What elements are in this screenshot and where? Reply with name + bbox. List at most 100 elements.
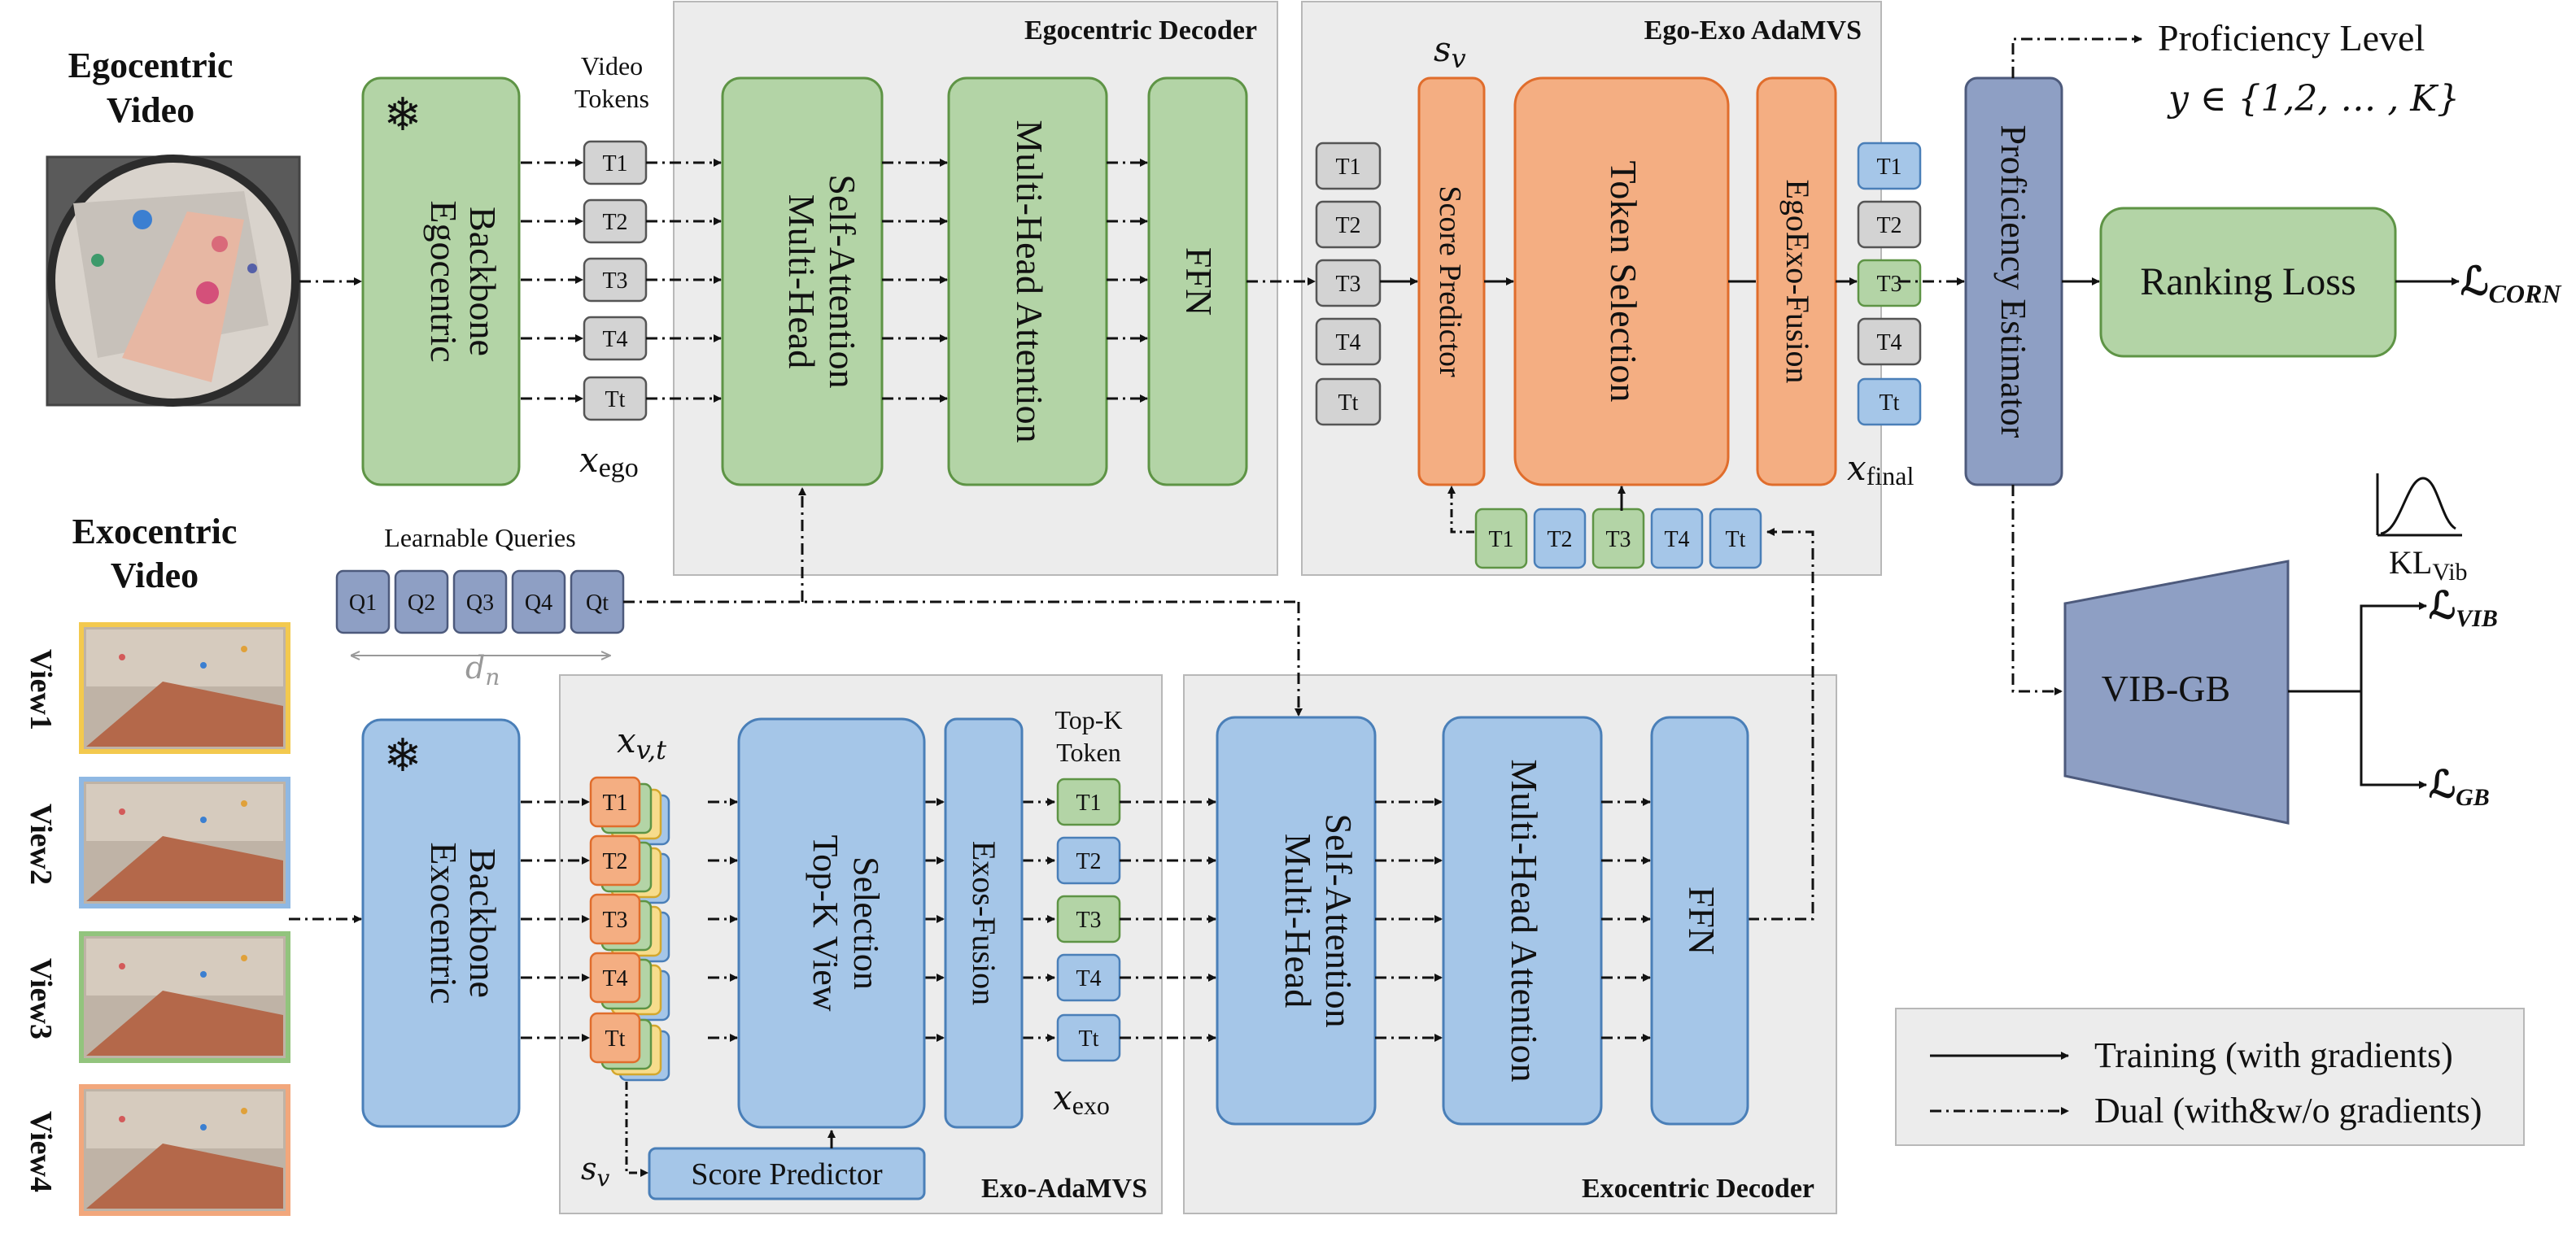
svg-text:T4: T4 [1076, 966, 1101, 991]
video-token-1: T1 [583, 140, 648, 185]
exo-self-attention-label-1: Multi-Head [1277, 834, 1319, 1009]
exo-self-attention-label-2: Self-Attention [1318, 813, 1360, 1027]
video-token-2: T2 [583, 198, 648, 244]
exos-fusion-box [944, 717, 1024, 1129]
exo-view-3: View3 [24, 931, 290, 1063]
x-final-label: xfinal [1847, 448, 1914, 490]
token-selection-label: Token Selection [1603, 161, 1644, 403]
topk-token-2: T2 [1056, 836, 1121, 885]
topk-token-3: T3 [1056, 895, 1121, 943]
exo-backbone-box [361, 718, 521, 1128]
proficiency-level-formula: y ∈ {1,2, … , K} [2167, 78, 2460, 120]
ego-adamvs-output-token-4: T4 [1857, 317, 1922, 366]
ego-backbone-label-1: Egocentric [423, 200, 465, 362]
svg-text:T1: T1 [602, 791, 627, 816]
svg-text:Tt: Tt [1726, 527, 1746, 552]
svg-text:T2: T2 [1876, 213, 1901, 238]
svg-text:T3: T3 [1335, 272, 1360, 297]
ego-adamvs-input-token-4: T4 [1315, 317, 1382, 366]
ego-adamvs-bottom-token-4: T4 [1650, 508, 1704, 569]
ranking-loss-label: Ranking Loss [2140, 260, 2356, 303]
svg-text:T1: T1 [1876, 155, 1901, 180]
exo-view-token-stack-3: T3 [589, 893, 670, 963]
ego-adamvs-output-token-1: T1 [1857, 142, 1922, 190]
svg-text:Q1: Q1 [349, 590, 377, 616]
ego-adamvs-bottom-token-1: T1 [1474, 508, 1528, 569]
topk-token-caption-1: Top-K [1054, 705, 1122, 734]
svg-text:T3: T3 [1876, 272, 1901, 297]
svg-text:Tt: Tt [605, 387, 626, 412]
video-token-5: Tt [583, 376, 648, 421]
exo-adamvs-title: Exo-AdaMVS [981, 1174, 1147, 1204]
svg-text:T4: T4 [1876, 330, 1901, 355]
ego-video-title-1: Egocentric [68, 46, 234, 85]
ego-self-attention-box [721, 76, 884, 486]
video-token-4: T4 [583, 316, 648, 361]
svg-text:Tt: Tt [1079, 1026, 1099, 1052]
learnable-queries-caption: Learnable Queries [384, 523, 575, 552]
ego-adamvs-input-token-2: T2 [1315, 200, 1382, 249]
exo-mha-box [1442, 716, 1603, 1126]
ego-self-attention-label-2: Self-Attention [822, 174, 863, 388]
exo-view-label: View2 [24, 804, 58, 885]
ego-video-title-2: Video [107, 90, 194, 130]
svg-text:T2: T2 [602, 849, 627, 874]
exo-video-title-1: Exocentric [72, 512, 238, 551]
proficiency-estimator-label: Proficiency Estimator [1993, 125, 2033, 438]
exo-view-label: View1 [24, 649, 58, 730]
svg-text:T3: T3 [602, 268, 627, 294]
svg-text:T2: T2 [1335, 213, 1360, 238]
video-tokens-caption-1: Video [581, 51, 643, 81]
exo-self-attention-box [1216, 716, 1377, 1126]
snowflake-icon: ❄ [384, 90, 422, 141]
ego-self-attention-label-1: Multi-Head [781, 194, 823, 369]
svg-text:T1: T1 [1488, 527, 1513, 552]
ego-mha-label: Multi-Head Attention [1009, 120, 1050, 442]
exo-view-token-stack-1: T1 [589, 776, 670, 846]
ego-mha-box [947, 76, 1108, 486]
kl-vib-icon [2376, 473, 2462, 537]
exo-view-4: View4 [24, 1084, 290, 1216]
x-exo-label: xexo [1053, 1078, 1110, 1120]
dn-label: dn [465, 650, 500, 691]
svg-text:Tt: Tt [1338, 390, 1359, 416]
ego-exo-adamvs-title: Ego-Exo AdaMVS [1644, 15, 1862, 46]
learnable-query-3: Q3 [452, 569, 508, 634]
ego-adamvs-input-token-3: T3 [1315, 259, 1382, 307]
ego-adamvs-bottom-token-3: T3 [1591, 508, 1645, 569]
exo-view-token-stack-2: T2 [589, 834, 670, 904]
ego-adamvs-input-token-1: T1 [1315, 142, 1382, 190]
svg-text:T3: T3 [1605, 527, 1631, 552]
snowflake-icon: ❄ [384, 731, 422, 782]
svg-text:Tt: Tt [1880, 390, 1900, 416]
topk-view-selection-box [737, 717, 926, 1129]
video-token-3: T3 [583, 257, 648, 303]
ego-video-frame [46, 155, 301, 407]
proficiency-level-label: Proficiency Level [2158, 17, 2425, 59]
kl-vib-label: KLVib [2389, 544, 2468, 586]
vib-gb-label: VIB-GB [2102, 668, 2230, 709]
ego-ffn-label: FFN [1178, 247, 1220, 316]
svg-text:T2: T2 [1076, 849, 1101, 874]
ego-backbone-box [361, 76, 521, 486]
exo-view-label: View3 [24, 958, 58, 1039]
topk-view-selection-label-1: Top-K View [806, 834, 845, 1011]
topk-token-4: T4 [1056, 953, 1121, 1002]
exo-view-token-stack-4: T4 [589, 952, 670, 1022]
exo-view-label: View4 [24, 1111, 58, 1192]
topk-view-selection-label-2: Selection [846, 856, 886, 990]
svg-text:T1: T1 [602, 151, 627, 176]
svg-text:T4: T4 [1664, 527, 1689, 552]
exo-view-2: View2 [24, 777, 290, 908]
svg-text:T3: T3 [602, 908, 627, 933]
exo-score-predictor-box [648, 1147, 926, 1200]
svg-text:T1: T1 [1076, 791, 1101, 816]
svg-text:T1: T1 [1335, 155, 1360, 180]
svg-text:T4: T4 [602, 327, 627, 352]
exo-view-1: View1 [24, 622, 290, 754]
ego-adamvs-bottom-token-5: Tt [1709, 508, 1762, 569]
svg-text:T4: T4 [602, 966, 627, 991]
svg-text:T3: T3 [1076, 908, 1101, 933]
exo-ffn-box [1650, 716, 1749, 1126]
